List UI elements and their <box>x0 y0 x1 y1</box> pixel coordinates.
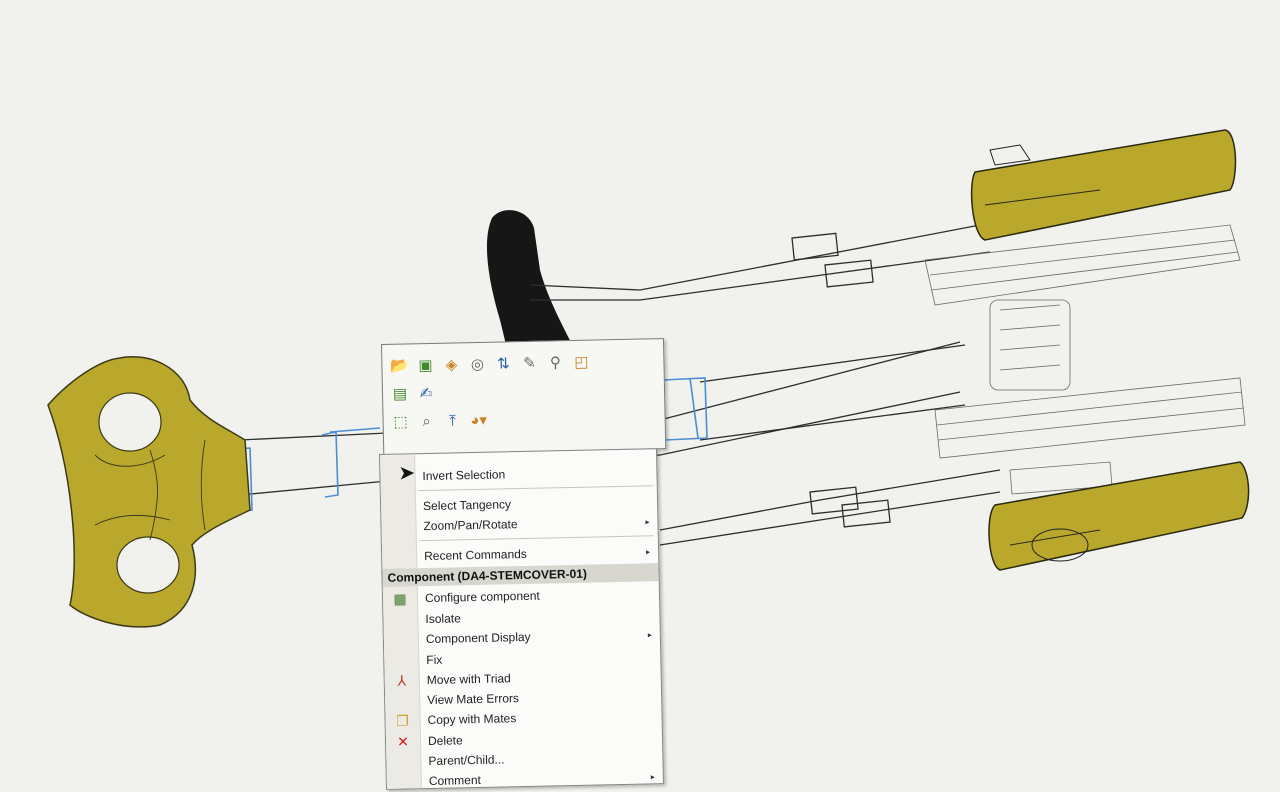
submenu-arrow-icon: ▸ <box>645 546 651 556</box>
mate-icon[interactable]: ⚲ <box>549 353 562 371</box>
submenu-arrow-icon: ▸ <box>645 516 650 526</box>
menu-separator <box>419 535 654 542</box>
triad-icon: ⅄ <box>397 671 407 689</box>
submenu-arrow-icon: ▸ <box>647 629 652 639</box>
configure-icon: ▦ <box>393 589 407 607</box>
hide-components-icon[interactable]: ◎ <box>470 355 485 373</box>
wireframe-blocks <box>924 224 1246 495</box>
appearance-icon[interactable]: ◰ <box>574 353 589 371</box>
top-yellow-block[interactable] <box>970 129 1237 241</box>
copy-icon: ❐ <box>396 711 410 729</box>
open-drawing-icon[interactable]: ▤ <box>392 384 408 403</box>
sort-icon[interactable]: ⇅ <box>496 354 510 373</box>
edit-component-icon[interactable]: ▣ <box>418 356 433 374</box>
context-toolbar: 📂 ▣ ◈ ◎ ⇅ ✎ ⚲ ◰ ▤ ✍ ⬚ ⌕ ⤒ ◕▾ <box>381 338 667 455</box>
edit-sketch-icon[interactable]: ✍ <box>419 384 433 402</box>
open-part-icon[interactable]: 📂 <box>389 356 409 375</box>
normal-to-icon[interactable]: ⤒ <box>449 411 457 430</box>
bottom-yellow-block[interactable] <box>988 461 1250 571</box>
color-wheel-icon[interactable]: ◕▾ <box>470 411 488 429</box>
menu-separator <box>418 485 653 492</box>
delete-icon: ✕ <box>396 732 410 750</box>
select-icon[interactable]: ⬚ <box>393 412 408 431</box>
context-menu: ➤ Invert Selection Select Tangency Zoom/… <box>379 448 664 790</box>
menu-item-invert-selection[interactable]: Invert Selection <box>422 467 506 484</box>
attach-icon[interactable]: ✎ <box>522 354 536 372</box>
submenu-arrow-icon: ▸ <box>650 771 655 781</box>
zoom-to-selection-icon[interactable]: ⌕ <box>422 412 432 430</box>
assembly-icon[interactable]: ◈ <box>445 355 458 374</box>
